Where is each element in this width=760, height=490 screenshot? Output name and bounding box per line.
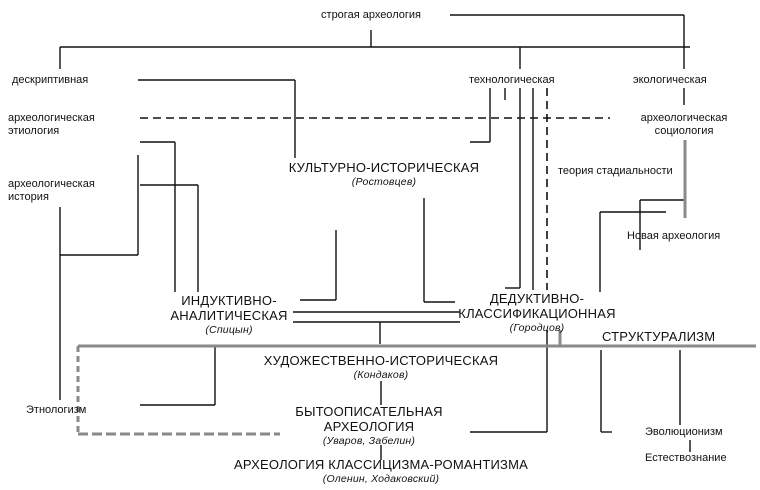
structuralism-frame	[76, 140, 756, 436]
node-evolutionism-label: Эволюционизм	[645, 426, 723, 438]
node-stadiality-theory-label: теория стадиальности	[558, 165, 673, 177]
node-cultural-historical-label: КУЛЬТУРНО-ИСТОРИЧЕСКАЯ	[288, 160, 480, 175]
node-evolutionism: Эволюционизм	[645, 426, 723, 439]
node-arch-sociology: археологическая социология	[641, 112, 728, 137]
node-arch-sociology-line1: археологическая	[640, 112, 728, 124]
node-new-archaeology-label: Новая археология	[627, 230, 721, 242]
thin-connectors	[59, 14, 691, 460]
node-technological: технологическая	[469, 74, 555, 87]
node-inductive-line1: ИНДУКТИВНО-	[181, 293, 277, 308]
node-inductive-author: (Спицын)	[205, 323, 253, 336]
node-ethnologism-label: Этнологизм	[26, 404, 87, 416]
node-arch-history-line1: археологическая	[8, 178, 95, 190]
node-deductive-author: (Городцов)	[509, 321, 565, 334]
node-deductive-line1: ДЕДУКТИВНО-	[489, 291, 585, 306]
node-ethnologism: Этнологизм	[26, 404, 86, 417]
node-descriptive: дескриптивная	[12, 74, 88, 87]
node-descriptive-daily-line1: БЫТООПИСАТЕЛЬНАЯ	[295, 404, 443, 419]
node-inductive-line2: АНАЛИТИЧЕСКАЯ	[170, 307, 288, 323]
node-descriptive-label: дескриптивная	[12, 74, 89, 86]
node-arch-etiology: археологическая этиология	[8, 112, 95, 137]
node-natural-science-label: Естествознание	[645, 452, 727, 464]
node-technological-label: технологическая	[469, 74, 555, 86]
node-strict-archaeology-label: строгая археология	[321, 9, 421, 21]
node-ecological: экологическая	[633, 74, 707, 87]
node-arch-history: археологическая история	[8, 178, 95, 203]
node-natural-science: Естествознание	[645, 452, 727, 465]
node-structuralism-label: СТРУКТУРАЛИЗМ	[602, 329, 716, 344]
node-descriptive-daily: БЫТООПИСАТЕЛЬНАЯ АРХЕОЛОГИЯ (Уваров, Заб…	[295, 404, 443, 447]
node-descriptive-daily-line2: АРХЕОЛОГИЯ	[323, 418, 415, 434]
node-deductive-line2: КЛАССИФИКАЦИОННАЯ	[458, 305, 616, 321]
node-descriptive-daily-author: (Уваров, Забелин)	[322, 434, 416, 447]
node-deductive-classification: ДЕДУКТИВНО- КЛАССИФИКАЦИОННАЯ (Городцов)	[458, 291, 616, 334]
node-arch-etiology-line1: археологическая	[8, 112, 95, 124]
node-art-historical: ХУДОЖЕСТВЕННО-ИСТОРИЧЕСКАЯ (Кондаков)	[263, 353, 499, 381]
node-art-historical-label: ХУДОЖЕСТВЕННО-ИСТОРИЧЕСКАЯ	[263, 353, 499, 368]
node-classicism-romanticism-label: АРХЕОЛОГИЯ КЛАССИЦИЗМА-РОМАНТИЗМА	[234, 457, 528, 472]
node-arch-sociology-line2: социология	[654, 124, 714, 137]
node-structuralism: СТРУКТУРАЛИЗМ	[602, 329, 716, 345]
node-stadiality-theory: теория стадиальности	[558, 165, 673, 178]
node-inductive-analytical: ИНДУКТИВНО- АНАЛИТИЧЕСКАЯ (Спицын)	[170, 293, 288, 336]
node-arch-etiology-line2: этиология	[8, 124, 60, 137]
dashed-connectors	[140, 88, 610, 290]
node-new-archaeology: Новая археология	[627, 230, 720, 243]
node-art-historical-author: (Кондаков)	[353, 368, 409, 381]
node-classicism-romanticism-author: (Оленин, Ходаковский)	[322, 472, 440, 485]
node-arch-history-line2: история	[8, 190, 49, 203]
node-classicism-romanticism: АРХЕОЛОГИЯ КЛАССИЦИЗМА-РОМАНТИЗМА (Олени…	[234, 457, 528, 485]
node-ecological-label: экологическая	[633, 74, 707, 86]
node-cultural-historical: КУЛЬТУРНО-ИСТОРИЧЕСКАЯ (Ростовцев)	[288, 160, 480, 188]
node-strict-archaeology: строгая археология	[321, 9, 421, 22]
node-cultural-historical-author: (Ростовцев)	[351, 175, 417, 188]
